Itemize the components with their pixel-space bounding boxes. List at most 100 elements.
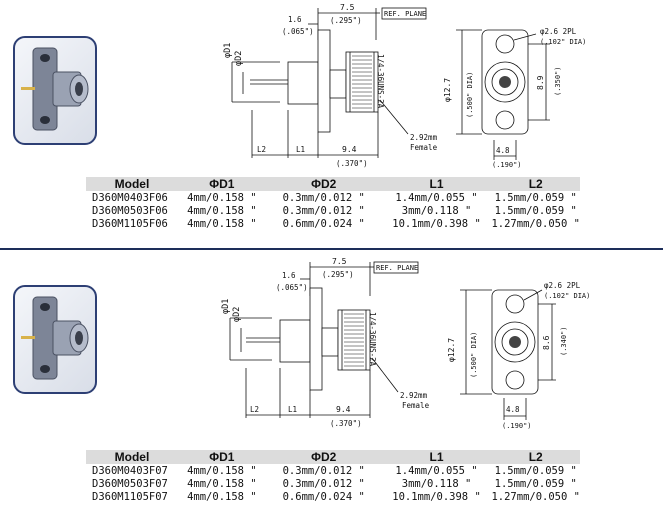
female-mm: 2.92mm (410, 133, 438, 142)
cell-d2: 0.3mm/0.012 " (282, 204, 365, 217)
label-d1: φD1 (221, 299, 231, 314)
dim-body-in: (.370") (330, 419, 362, 428)
dim-width-in: (.190") (502, 422, 532, 430)
dim-flange-in: (.065") (276, 283, 308, 292)
label-d1: φD1 (223, 43, 233, 58)
cell-d2: 0.6mm/0.024 " (282, 490, 365, 503)
dim-height: φ12.7 (443, 78, 452, 102)
dim-height: φ12.7 (447, 338, 456, 362)
label-l1: L1 (288, 405, 297, 414)
spec-table: Model ΦD1 ΦD2 L1 L2 D360M0403F07 4mm/0.1… (86, 450, 580, 503)
hole-dia-in: (.102" DIA) (544, 292, 590, 300)
thread-spec: 1/4-36UNS-2A (376, 54, 385, 109)
cell-d1: 4mm/0.158 " (187, 217, 257, 230)
col-d1: ΦD1 (177, 450, 266, 464)
col-d1: ΦD1 (177, 177, 266, 191)
dim-body: 9.4 (342, 145, 357, 154)
cell-l2: 1.27mm/0.050 " (491, 217, 580, 230)
cell-l1: 3mm/0.118 " (401, 204, 472, 217)
dim-top: 7.5 (340, 3, 355, 12)
cell-model: D360M0503F07 (92, 477, 168, 490)
dim-top: 7.5 (332, 257, 347, 266)
cell-l1: 3mm/0.118 " (401, 477, 472, 490)
cell-l1: 10.1mm/0.398 " (392, 217, 481, 230)
female-label: Female (410, 143, 438, 152)
dim-pitch-in: (.350") (554, 66, 562, 96)
technical-drawing: REF. PLANE 7.5 (.295") 1.6 (.065") φD1 φ… (221, 257, 590, 430)
cell-d1: 4mm/0.158 " (187, 464, 257, 477)
cell-l2: 1.5mm/0.059 " (494, 191, 577, 204)
table-row: D360M0403F07 4mm/0.158 " 0.3mm/0.012 " 1… (86, 464, 580, 477)
table-header-row: Model ΦD1 ΦD2 L1 L2 (86, 450, 580, 464)
product-photo (13, 36, 97, 145)
female-mm: 2.92mm (400, 391, 428, 400)
col-l2: L2 (491, 177, 580, 191)
cell-d1: 4mm/0.158 " (187, 477, 257, 490)
dim-flange-in: (.065") (282, 27, 314, 36)
col-l1: L1 (381, 177, 492, 191)
table-row: D360M0503F06 4mm/0.158 " 0.3mm/0.012 " 3… (86, 204, 580, 217)
col-d2: ΦD2 (265, 450, 382, 464)
dim-height-in: (.500" DIA) (466, 72, 474, 118)
cell-d2: 0.6mm/0.024 " (282, 217, 365, 230)
cell-model: D360M0403F07 (92, 464, 168, 477)
technical-drawing: REF. PLANE 7.5 (.295") 1.6 (.065") φD1 φ… (223, 3, 586, 169)
dim-top-in: (.295") (330, 16, 362, 25)
dim-width-in: (.190") (492, 161, 522, 169)
table-row: D360M0503F07 4mm/0.158 " 0.3mm/0.012 " 3… (86, 477, 580, 490)
dim-top-in: (.295") (322, 270, 354, 279)
cell-l1: 1.4mm/0.055 " (395, 464, 478, 477)
product-photo (13, 285, 97, 394)
label-l1: L1 (296, 145, 305, 154)
label-d2: φD2 (234, 51, 244, 66)
cell-d2: 0.3mm/0.012 " (282, 477, 365, 490)
table-row: D360M1105F06 4mm/0.158 " 0.6mm/0.024 " 1… (86, 217, 580, 230)
table-header-row: Model ΦD1 ΦD2 L1 L2 (86, 177, 580, 191)
cell-l2: 1.5mm/0.059 " (494, 477, 577, 490)
col-l2: L2 (491, 450, 580, 464)
table-row: D360M0403F06 4mm/0.158 " 0.3mm/0.012 " 1… (86, 191, 580, 204)
cell-model: D360M0403F06 (92, 191, 168, 204)
dim-flange: 1.6 (282, 271, 296, 280)
label-d2: φD2 (232, 307, 242, 322)
section-divider (0, 248, 663, 250)
col-model: Model (86, 177, 178, 191)
connector-illustration (21, 47, 89, 131)
female-label: Female (402, 401, 430, 410)
table-row: D360M1105F07 4mm/0.158 " 0.6mm/0.024 " 1… (86, 490, 580, 503)
col-d2: ΦD2 (265, 177, 382, 191)
dim-body: 9.4 (336, 405, 351, 414)
col-l1: L1 (381, 450, 492, 464)
ref-plane-box (373, 261, 419, 274)
dim-height-in: (.500" DIA) (470, 332, 478, 378)
connector-section-f06: REF. PLANE 7.5 (.295") 1.6 (.065") φD1 φ… (0, 0, 663, 248)
hole-dia: φ2.6 2PL (544, 281, 581, 290)
cell-l2: 1.5mm/0.059 " (494, 204, 577, 217)
connector-section-f07: REF. PLANE 7.5 (.295") 1.6 (.065") φD1 φ… (0, 252, 663, 525)
thread-spec: 1/4-36UNS-2A (368, 312, 377, 367)
label-l2: L2 (257, 145, 266, 154)
cell-d1: 4mm/0.158 " (187, 204, 257, 217)
dim-pitch-in: (.340") (560, 326, 568, 356)
cell-l1: 1.4mm/0.055 " (395, 191, 478, 204)
cell-d2: 0.3mm/0.012 " (282, 191, 365, 204)
ref-plane-label: REF. PLANE (376, 264, 418, 272)
cell-l2: 1.27mm/0.050 " (491, 490, 580, 503)
ref-plane-box (381, 7, 427, 20)
dim-body-in: (.370") (336, 159, 368, 168)
col-model: Model (86, 450, 178, 464)
dim-pitch: 8.6 (542, 335, 551, 350)
cell-l1: 10.1mm/0.398 " (392, 490, 481, 503)
spec-table: Model ΦD1 ΦD2 L1 L2 D360M0403F06 4mm/0.1… (86, 177, 580, 230)
cell-l2: 1.5mm/0.059 " (494, 464, 577, 477)
cell-d1: 4mm/0.158 " (187, 191, 257, 204)
connector-illustration (21, 296, 89, 380)
dim-flange: 1.6 (288, 15, 302, 24)
ref-plane-label: REF. PLANE (384, 10, 426, 18)
dim-width: 4.8 (506, 405, 520, 414)
dim-pitch: 8.9 (536, 75, 545, 90)
cell-model: D360M0503F06 (92, 204, 168, 217)
cell-d1: 4mm/0.158 " (187, 490, 257, 503)
cell-model: D360M1105F06 (92, 217, 168, 230)
hole-dia: φ2.6 2PL (540, 27, 577, 36)
